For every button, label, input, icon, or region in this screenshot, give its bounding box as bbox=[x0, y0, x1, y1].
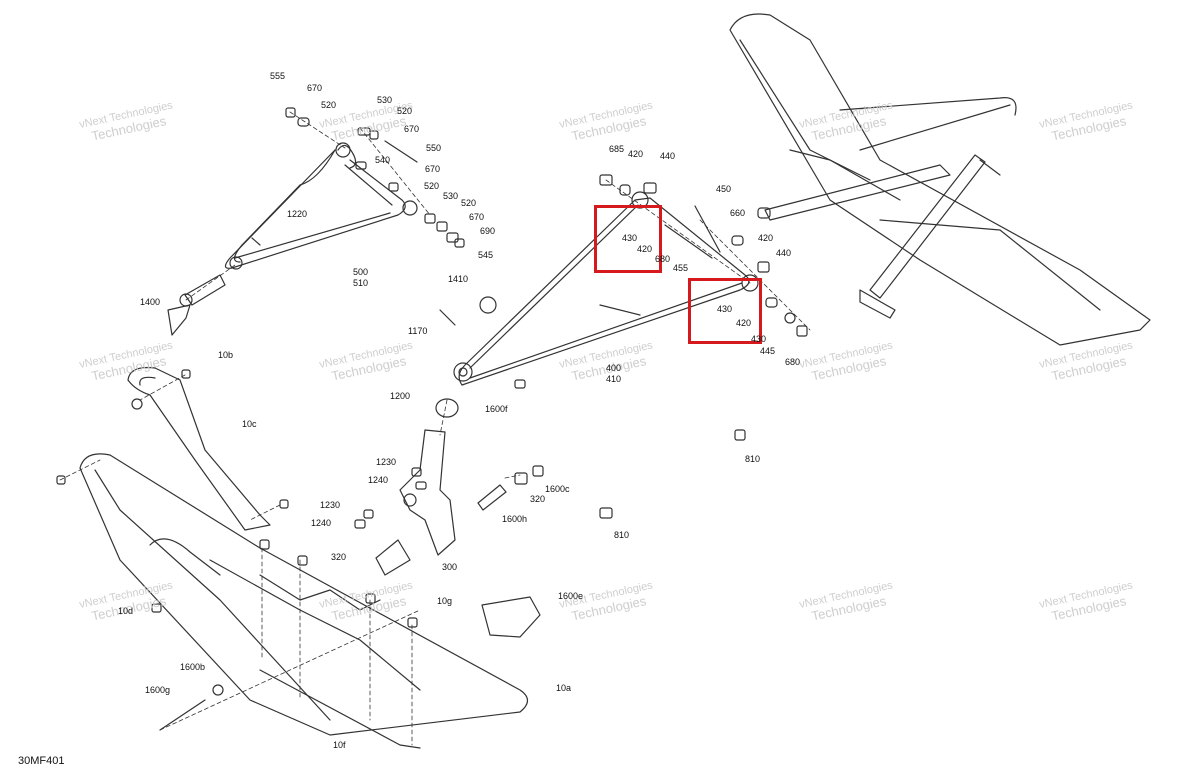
part-label: 545 bbox=[478, 250, 494, 260]
part-label: 810 bbox=[614, 530, 630, 540]
ski-leg bbox=[127, 366, 271, 531]
part-label: 530 bbox=[377, 95, 393, 105]
part-label: 440 bbox=[776, 248, 792, 258]
part-label: 550 bbox=[426, 143, 442, 153]
part-label: 1170 bbox=[408, 326, 428, 336]
part-label: 555 bbox=[270, 71, 286, 81]
document-id: 30MF401 bbox=[18, 755, 65, 767]
part-label: 520 bbox=[321, 100, 337, 110]
part-label: 445 bbox=[760, 346, 776, 356]
part-label: 510 bbox=[353, 278, 369, 288]
part-label: 520 bbox=[397, 106, 413, 116]
part-label: 1230 bbox=[376, 457, 397, 467]
part-label: 420 bbox=[637, 244, 653, 254]
part-label: 10d bbox=[118, 606, 134, 616]
part-label: 300 bbox=[442, 562, 458, 572]
highlight-box bbox=[594, 205, 662, 273]
part-label: 1220 bbox=[287, 209, 308, 219]
part-label: 520 bbox=[424, 181, 440, 191]
spindle bbox=[375, 398, 459, 576]
part-label: 455 bbox=[673, 263, 689, 273]
part-label: 520 bbox=[461, 198, 477, 208]
part-label: 670 bbox=[469, 212, 485, 222]
part-label: 1410 bbox=[448, 274, 469, 284]
part-label: 1600b bbox=[180, 662, 206, 672]
part-label: 660 bbox=[730, 208, 746, 218]
part-label: 430 bbox=[751, 334, 767, 344]
lower-arm-hardware bbox=[599, 174, 808, 337]
part-label: 420 bbox=[736, 318, 752, 328]
part-label: 320 bbox=[530, 494, 546, 504]
part-label: 680 bbox=[655, 254, 671, 264]
part-label: 500 bbox=[353, 267, 369, 277]
part-label: 1600g bbox=[145, 685, 171, 695]
upper-a-arm bbox=[224, 142, 418, 270]
right-arms bbox=[764, 154, 1001, 319]
part-label: 440 bbox=[660, 151, 676, 161]
part-label: 1600e bbox=[558, 591, 584, 601]
part-label: 670 bbox=[307, 83, 323, 93]
part-label: 540 bbox=[375, 155, 391, 165]
part-label: 410 bbox=[606, 374, 622, 384]
part-label: 400 bbox=[606, 363, 622, 373]
ski-left bbox=[79, 453, 529, 749]
part-label: 10g bbox=[437, 596, 453, 606]
part-label: 1230 bbox=[320, 500, 341, 510]
part-label: 1600f bbox=[485, 404, 508, 414]
part-label: 810 bbox=[745, 454, 761, 464]
lower-a-arm bbox=[453, 191, 759, 386]
part-label: 420 bbox=[758, 233, 774, 243]
part-label: 10f bbox=[333, 740, 346, 750]
upper-arm-hardware bbox=[285, 107, 465, 248]
part-label: 670 bbox=[425, 164, 441, 174]
part-label: 1240 bbox=[368, 475, 389, 485]
part-label: 320 bbox=[331, 552, 347, 562]
ball-joint bbox=[167, 274, 226, 336]
part-label: 450 bbox=[716, 184, 732, 194]
part-label: 1600c bbox=[545, 484, 570, 494]
part-label: 430 bbox=[717, 304, 733, 314]
part-label: 430 bbox=[622, 233, 638, 243]
highlight-box bbox=[688, 278, 762, 344]
part-label: 1600h bbox=[502, 514, 528, 524]
part-label: 1400 bbox=[140, 297, 161, 307]
part-label: 10b bbox=[218, 350, 234, 360]
part-label: 10a bbox=[556, 683, 572, 693]
part-label: 670 bbox=[404, 124, 420, 134]
part-label: 1240 bbox=[311, 518, 332, 528]
part-label: 530 bbox=[443, 191, 459, 201]
part-label: 690 bbox=[480, 226, 496, 236]
part-label: 1200 bbox=[390, 391, 411, 401]
ski-right bbox=[729, 13, 1151, 346]
part-label: 10c bbox=[242, 419, 257, 429]
part-label: 680 bbox=[785, 357, 801, 367]
part-label: 420 bbox=[628, 149, 644, 159]
part-label: 685 bbox=[609, 144, 625, 154]
misc-parts bbox=[56, 296, 746, 731]
